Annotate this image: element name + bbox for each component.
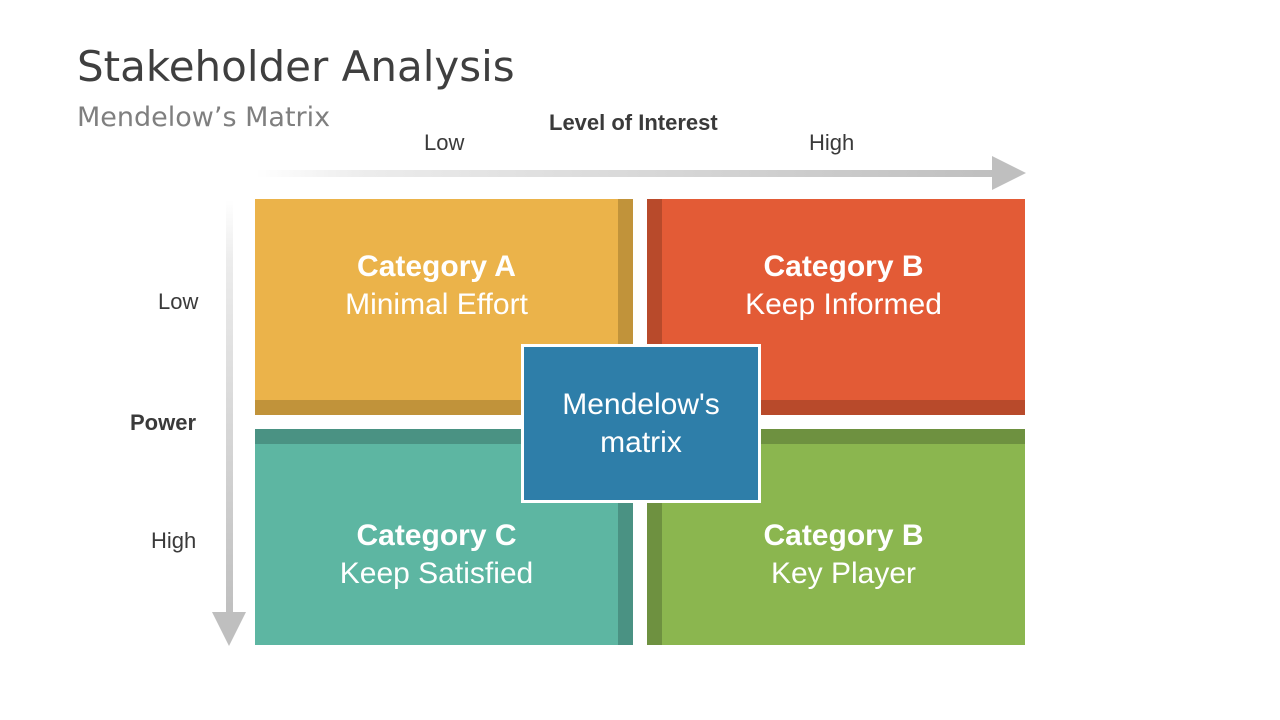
y-axis-title: Power — [130, 410, 197, 435]
quadrant-top-right-text: Category B Keep Informed — [662, 248, 1025, 324]
slide-subtitle: Mendelow’s Matrix — [77, 102, 331, 133]
interest-arrow — [256, 156, 1026, 190]
quadrant-bottom-left-text: Category C Keep Satisfied — [255, 517, 618, 593]
x-axis-title: Level of Interest — [549, 110, 718, 135]
center-box: Mendelow's matrix — [521, 344, 761, 503]
category-c-label: Keep Satisfied — [339, 557, 534, 590]
category-c-heading: Category C — [356, 519, 517, 552]
center-label: Mendelow's matrix — [562, 387, 720, 459]
x-axis-high-label: High — [809, 130, 855, 155]
quadrant-top-left-text: Category A Minimal Effort — [255, 248, 618, 324]
y-axis-high-label: High — [151, 528, 197, 553]
y-axis-low-label: Low — [158, 289, 199, 314]
category-a-heading: Category A — [357, 250, 516, 283]
slide-title: Stakeholder Analysis — [77, 42, 515, 91]
power-arrow — [212, 200, 246, 646]
category-a-label: Minimal Effort — [345, 288, 528, 321]
quadrant-bottom-right-text: Category B Key Player — [662, 517, 1025, 593]
x-axis-low-label: Low — [424, 130, 465, 155]
category-b-bottom-heading: Category B — [763, 519, 924, 552]
category-b-top-heading: Category B — [763, 250, 924, 283]
category-b-top-label: Keep Informed — [745, 288, 942, 321]
category-b-bottom-label: Key Player — [770, 557, 917, 590]
